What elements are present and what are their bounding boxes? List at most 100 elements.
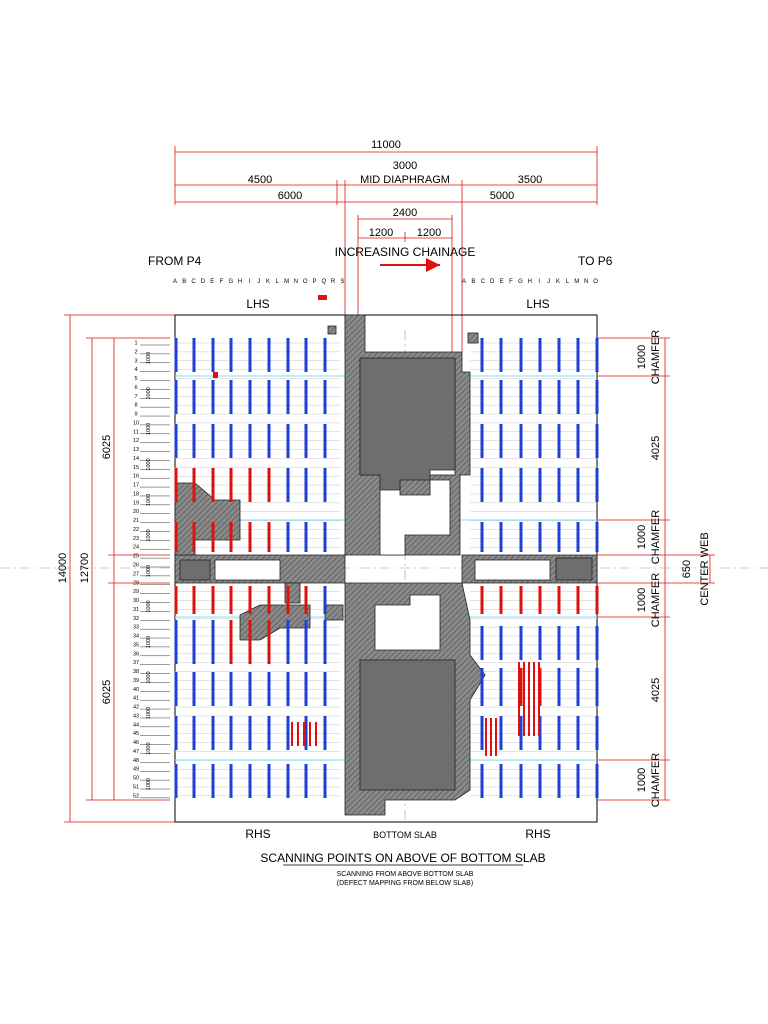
row-number: 24 <box>133 545 139 551</box>
column-letter-left: H <box>238 279 242 285</box>
dim-bay-bottom: 4025 <box>650 678 662 702</box>
row-numbers: 1234567891011121314151617181920212223242… <box>133 341 139 800</box>
row-number: 3 <box>134 358 137 364</box>
column-letter-left: B <box>182 279 186 285</box>
row-number: 17 <box>133 483 139 489</box>
row-number: 30 <box>133 598 139 604</box>
top-dimensions <box>174 146 598 352</box>
dim-left-span: 6000 <box>278 190 302 202</box>
void-web-right <box>474 559 551 581</box>
row-number: 15 <box>133 465 139 471</box>
row-number: 9 <box>134 412 137 418</box>
row-number: 22 <box>133 527 139 533</box>
row-number: 20 <box>133 509 139 515</box>
row-spacing-label: 1000 <box>146 423 152 435</box>
row-number: 23 <box>133 536 139 542</box>
column-letter-right: C <box>481 279 486 285</box>
dim-left-to-diaphragm: 4500 <box>248 174 272 186</box>
column-letter-left: S <box>340 279 344 285</box>
dim-lower-bay: 6025 <box>101 680 113 704</box>
row-number: 12 <box>133 438 139 444</box>
row-spacing-label: 1000 <box>146 636 152 648</box>
row-number: 47 <box>133 749 139 755</box>
row-number: 42 <box>133 705 139 711</box>
row-number: 44 <box>133 722 139 728</box>
dim-mid-diaphragm-width: 3000 <box>393 160 417 172</box>
drawing-title: SCANNING POINTS ON ABOVE OF BOTTOM SLAB <box>260 851 545 865</box>
dim-center-web: 650 <box>681 560 693 578</box>
column-letter-left: A <box>173 279 177 285</box>
chamfer-label-3: CHAMFER <box>650 573 662 627</box>
row-number: 21 <box>133 518 139 524</box>
dim-chamfer-mid-top: 1000 <box>636 525 648 549</box>
row-number: 7 <box>134 394 137 400</box>
row-number: 13 <box>133 447 139 453</box>
column-letter-left: E <box>210 279 214 285</box>
lhs-label-left: LHS <box>246 297 269 311</box>
row-spacing-label: 1000 <box>146 600 152 612</box>
row-number: 16 <box>133 474 139 480</box>
column-letter-right: B <box>471 279 475 285</box>
row-spacing-label: 1000 <box>146 494 152 506</box>
dim-inner-half-left: 1200 <box>369 227 393 239</box>
row-number: 48 <box>133 758 139 764</box>
column-letter-left: M <box>284 279 289 285</box>
row-number: 29 <box>133 589 139 595</box>
row-number: 51 <box>133 785 139 791</box>
row-number: 39 <box>133 678 139 684</box>
row-number: 31 <box>133 607 139 613</box>
dark-block-lower <box>359 659 456 791</box>
column-letter-right: E <box>500 279 504 285</box>
column-letter-right: M <box>574 279 579 285</box>
chamfer-label-4: CHAMFER <box>650 753 662 807</box>
row-spacing-label: 1000 <box>146 529 152 541</box>
dim-inner-half-right: 1200 <box>417 227 441 239</box>
row-number: 11 <box>133 429 139 435</box>
row-number: 40 <box>133 687 139 693</box>
column-letter-right: A <box>462 279 466 285</box>
column-letter-right: L <box>566 279 570 285</box>
row-number: 10 <box>133 420 139 426</box>
dim-chamfer-bottom: 1000 <box>636 768 648 792</box>
right-dimensions <box>597 337 715 801</box>
column-letter-left: Q <box>321 279 326 285</box>
row-spacing-label: 1000 <box>146 707 152 719</box>
row-number: 25 <box>133 554 139 560</box>
column-letter-left: D <box>201 279 206 285</box>
column-letter-left: P <box>312 279 316 285</box>
row-spacing-label: 1000 <box>146 458 152 470</box>
web-left-block-2 <box>324 604 344 621</box>
dim-bay-top: 4025 <box>650 436 662 460</box>
column-letter-right: K <box>556 279 560 285</box>
column-letter-left: R <box>331 279 336 285</box>
dim-inner-width: 2400 <box>393 207 417 219</box>
row-number: 49 <box>133 767 139 773</box>
dim-upper-bay: 6025 <box>101 435 113 459</box>
dark-block-web-left <box>179 559 211 581</box>
dim-chamfer-mid-bottom: 1000 <box>636 588 648 612</box>
column-letter-right: N <box>584 279 588 285</box>
row-number: 27 <box>133 571 139 577</box>
row-number: 2 <box>134 349 137 355</box>
column-letter-right: F <box>509 279 513 285</box>
void-upper-mid <box>379 479 451 556</box>
dim-overall-width: 11000 <box>371 139 401 151</box>
column-letter-left: J <box>257 279 260 285</box>
row-spacing-label: 1000 <box>146 742 152 754</box>
dim-right-span: 5000 <box>490 190 514 202</box>
row-number: 45 <box>133 731 139 737</box>
column-letter-left: I <box>249 279 251 285</box>
row-spacing-label: 1000 <box>146 565 152 577</box>
column-letter-right: J <box>547 279 550 285</box>
column-letter-left: N <box>294 279 298 285</box>
column-letter-right: I <box>538 279 540 285</box>
scan-lines <box>174 338 599 798</box>
subtitle-2: (DEFECT MAPPING FROM BELOW SLAB) <box>337 880 473 887</box>
row-number: 37 <box>133 660 139 666</box>
bottom-slab-label: BOTTOM SLAB <box>373 830 437 840</box>
row-number: 32 <box>133 616 139 622</box>
defect-marker <box>213 372 218 378</box>
row-number: 43 <box>133 713 139 719</box>
dim-right-of-diaphragm: 3500 <box>518 174 542 186</box>
